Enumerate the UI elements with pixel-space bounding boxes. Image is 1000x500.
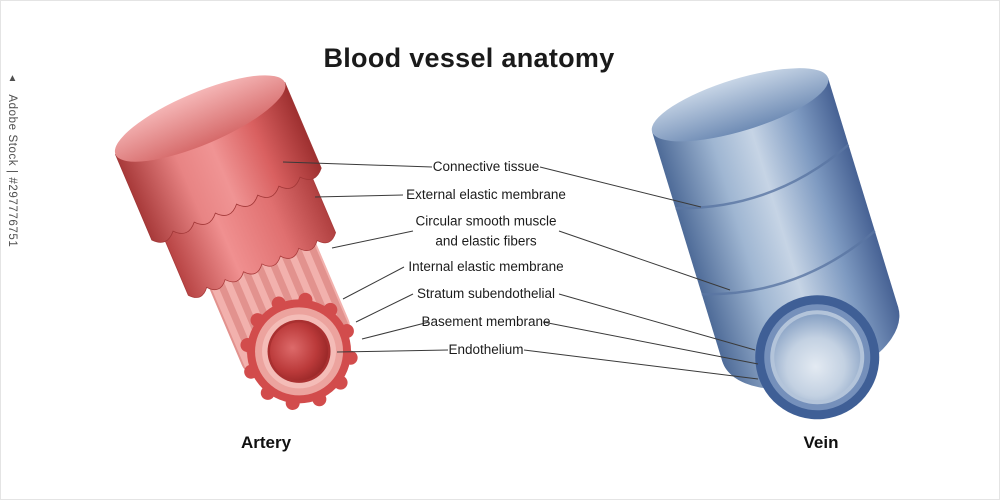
vein-face-rings <box>755 295 880 420</box>
leader-line <box>539 166 702 208</box>
vein-illustration <box>651 68 900 420</box>
artery-top-cap <box>114 75 286 162</box>
watermark-text: Adobe Stock | #297776751 <box>6 94 18 248</box>
label-basement-membrane: Basement membrane <box>421 314 551 330</box>
leader-line <box>523 349 759 380</box>
artery-outer-layer <box>114 82 322 243</box>
page-title: Blood vessel anatomy <box>323 43 615 73</box>
label-circular-smooth-muscle-line1: Circular smooth muscle <box>415 213 557 229</box>
adobe-stock-logo-icon: ▲ <box>7 73 18 85</box>
artery-media-layer <box>156 158 336 298</box>
vein-top-cap <box>651 68 829 142</box>
leader-line <box>558 230 731 291</box>
leader-line <box>314 194 404 198</box>
leader-lines <box>282 161 759 380</box>
label-internal-elastic-membrane: Internal elastic membrane <box>408 259 564 275</box>
vein-groove-upper <box>675 143 850 210</box>
leader-line <box>331 230 414 249</box>
artery-illustration <box>114 75 358 410</box>
vein-lumen <box>774 314 861 401</box>
leader-line <box>355 293 414 323</box>
label-external-elastic-membrane: External elastic membrane <box>406 187 566 203</box>
leader-line <box>342 266 405 300</box>
vein-groove-lower <box>701 229 876 296</box>
vein-caption: Vein <box>803 433 839 452</box>
artery-lumen <box>270 322 329 381</box>
watermark: ▲ Adobe Stock | #297776751 <box>6 73 18 413</box>
leader-line <box>336 349 449 353</box>
label-connective-tissue: Connective tissue <box>432 159 540 175</box>
leader-line <box>558 293 756 351</box>
leader-line <box>542 321 759 365</box>
label-circular-smooth-muscle-line2: and elastic fibers <box>435 233 537 248</box>
label-endothelium: Endothelium <box>448 342 524 358</box>
artery-caption: Artery <box>240 433 292 452</box>
leader-line <box>282 161 433 168</box>
label-stratum-subendothelial: Stratum subendothelial <box>416 286 556 302</box>
leader-line <box>361 321 430 340</box>
label-circular-smooth-muscle: Circular smooth muscle and elastic fiber… <box>415 211 556 250</box>
artery-face-rings <box>240 292 358 410</box>
